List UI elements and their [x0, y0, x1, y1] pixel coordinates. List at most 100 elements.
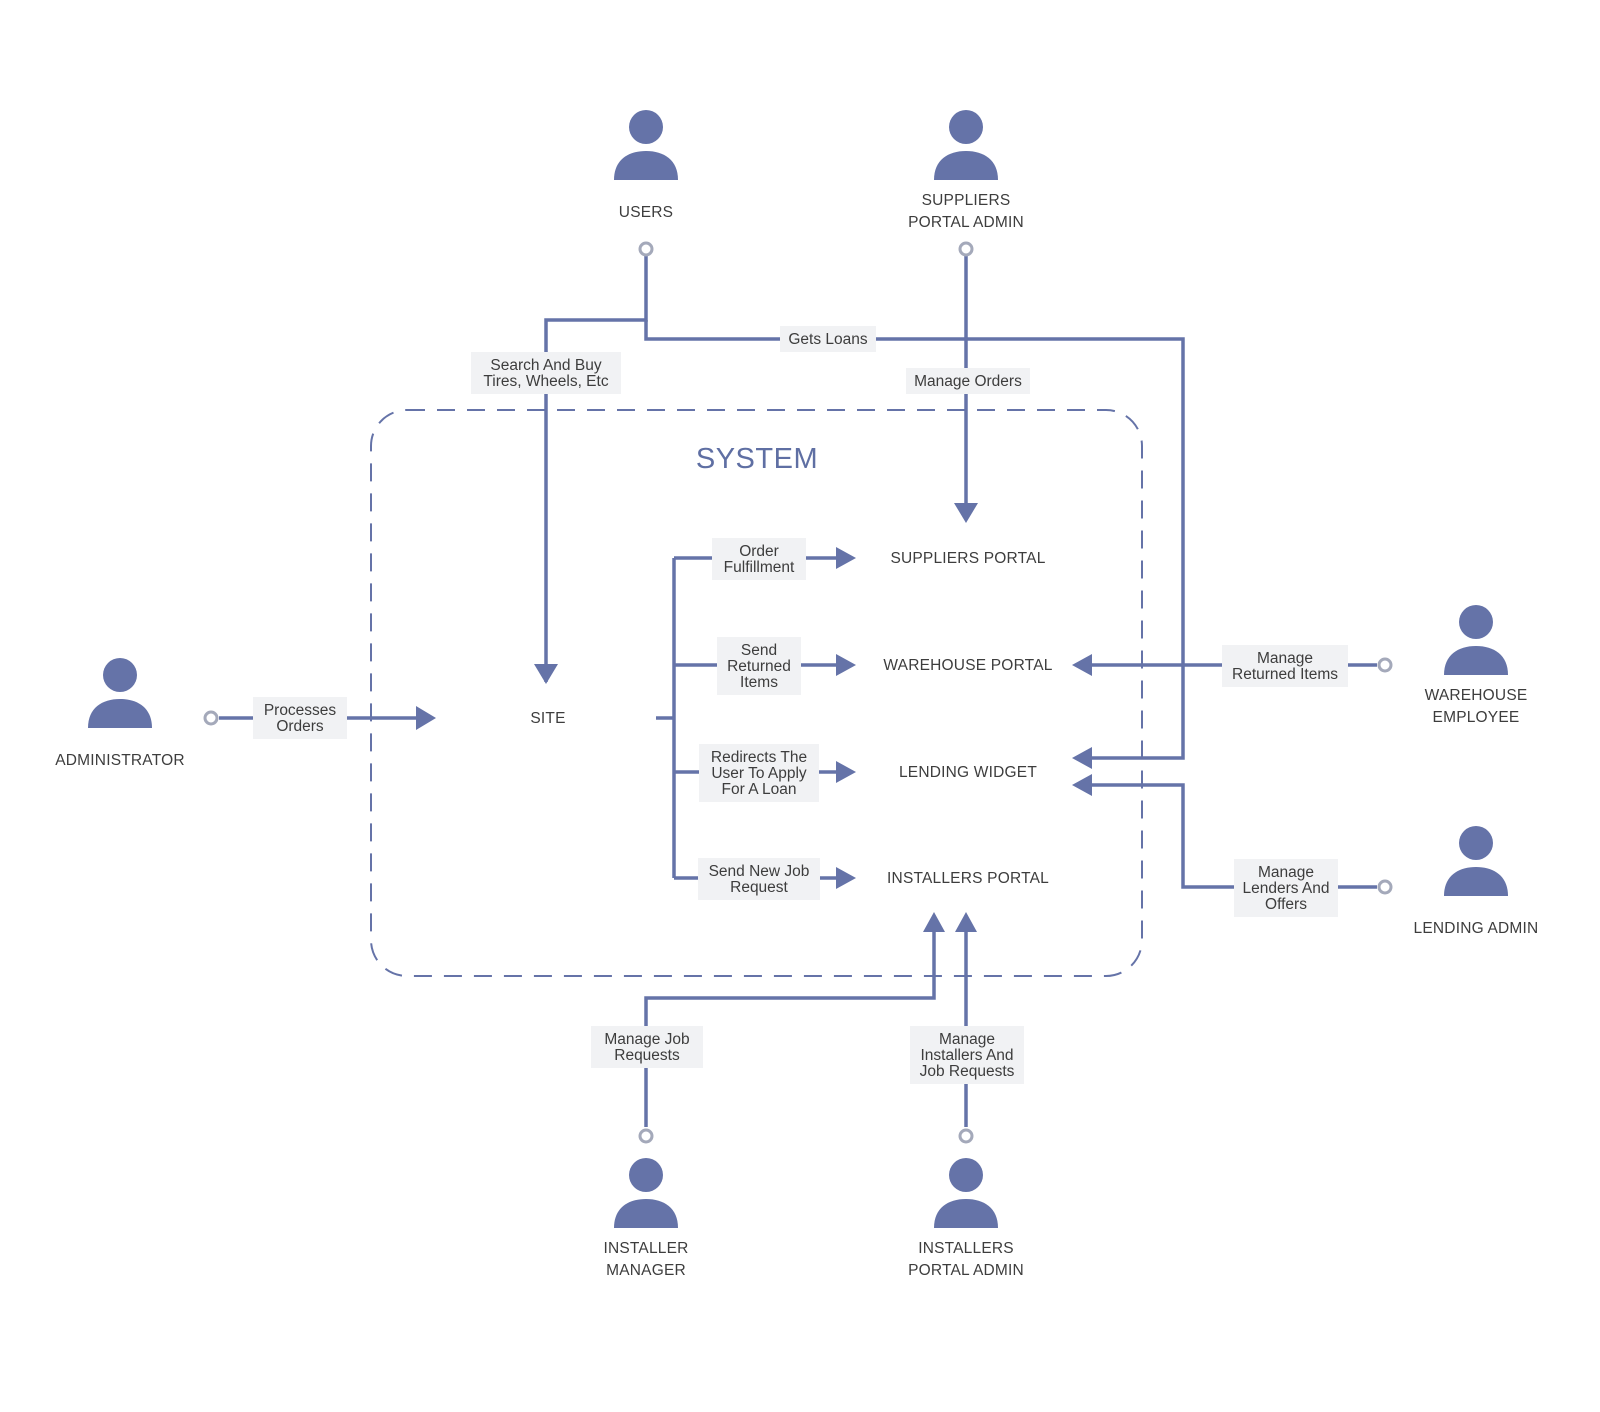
person-icon	[88, 658, 152, 728]
site-branch-trunk	[656, 558, 676, 878]
edge-label-line: Offers	[1265, 896, 1307, 913]
connector-dot-installers-admin	[958, 1128, 974, 1144]
connector-dot-warehouse-employee	[1377, 657, 1393, 673]
edge-label-line: Processes	[264, 702, 337, 719]
arrowhead-order-fulfillment	[836, 547, 856, 569]
actor-label-line: LENDING ADMIN	[1414, 920, 1539, 937]
person-icon	[1444, 605, 1508, 675]
edge-label-background	[906, 368, 1030, 394]
edge-label-background	[780, 326, 876, 352]
edge-label-line: Job Requests	[920, 1063, 1015, 1080]
arrowhead-send-returned	[836, 654, 856, 676]
edge-label-line: Send	[741, 642, 777, 659]
actor-label-line: WAREHOUSE	[1425, 687, 1528, 704]
arrowhead-warehouse-portal	[1072, 654, 1092, 676]
arrowhead-lending-loans	[1072, 747, 1092, 769]
edge-label-line: Redirects The	[711, 749, 807, 766]
actor-label-line: ADMINISTRATOR	[55, 752, 184, 769]
actor-label-line: PORTAL ADMIN	[908, 1262, 1024, 1279]
connector-dot-installer-manager	[638, 1128, 654, 1144]
edge-label-line: Manage Job	[604, 1031, 689, 1048]
actor-label-line: INSTALLER	[603, 1240, 688, 1257]
edge-label-line: Order	[739, 543, 779, 560]
node-warehouse-portal: WAREHOUSE PORTAL	[883, 657, 1052, 674]
edge-label-line: Manage	[1258, 864, 1314, 881]
node-site: SITE	[530, 710, 565, 727]
node-lending-widget: LENDING WIDGET	[899, 764, 1037, 781]
arrowhead-redirects-loan	[836, 761, 856, 783]
edge-label-background	[699, 744, 819, 802]
edge-label-line: Gets Loans	[788, 331, 868, 348]
arrowhead-site-right	[416, 706, 436, 730]
connector-dot-users	[638, 241, 654, 257]
arrowhead-lending-lenders	[1072, 774, 1092, 796]
arrowhead-site-down	[534, 664, 558, 684]
person-icon	[614, 1158, 678, 1228]
connector-dot-suppliers-admin	[958, 241, 974, 257]
edge-label-background	[717, 637, 801, 695]
edge-label-line: Send New Job	[709, 863, 810, 880]
edge-label-line: Requests	[614, 1047, 680, 1064]
edge-label-background	[698, 858, 820, 900]
edge-label-line: Returned	[727, 658, 791, 675]
actor-lending-admin: LENDING ADMIN	[1414, 826, 1539, 937]
system-title: SYSTEM	[696, 443, 818, 475]
actor-label: USERS	[619, 204, 673, 221]
edge-label-line: Lenders And	[1242, 880, 1329, 897]
connector-dot-lending-admin	[1377, 879, 1393, 895]
edge-label-background	[1222, 645, 1348, 687]
system-boundary	[370, 409, 1143, 977]
arrowhead-send-job	[836, 867, 856, 889]
edge-label-line: Fulfillment	[724, 559, 795, 576]
person-icon	[1444, 826, 1508, 896]
edge-label-line: Tires, Wheels, Etc	[483, 373, 608, 390]
edge-label-manage-orders: Manage Orders	[906, 368, 1030, 394]
edge-label-line: User To Apply	[711, 765, 807, 782]
edge-label-line: Manage	[1257, 650, 1313, 667]
edge-gets-loans-line	[644, 320, 1185, 760]
actor-label-line: USERS	[619, 204, 673, 221]
person-icon	[614, 110, 678, 180]
actor-label: ADMINISTRATOR	[55, 752, 184, 769]
edge-label-line: Manage Orders	[914, 373, 1022, 390]
edge-label-line: Search And Buy	[490, 357, 601, 374]
edge-label-gets-loans: Gets Loans	[780, 326, 876, 352]
actor-installer-manager: INSTALLER MANAGER	[603, 1158, 688, 1279]
person-icon	[934, 1158, 998, 1228]
edge-label-background	[712, 538, 806, 580]
edge-search-buy-line	[544, 255, 648, 682]
edge-label-background	[910, 1026, 1024, 1084]
edge-label-text: Gets Loans	[788, 331, 868, 348]
edge-label-background	[253, 697, 347, 739]
edge-label-line: Returned Items	[1232, 666, 1338, 683]
arrowhead-installers-job	[923, 912, 945, 932]
edge-label-line: Items	[740, 674, 778, 691]
node-suppliers-portal: SUPPLIERS PORTAL	[890, 550, 1045, 567]
actor-label-line: MANAGER	[606, 1262, 686, 1279]
person-icon	[934, 110, 998, 180]
node-installers-portal: INSTALLERS PORTAL	[887, 870, 1049, 887]
edge-label-background	[1234, 859, 1338, 917]
